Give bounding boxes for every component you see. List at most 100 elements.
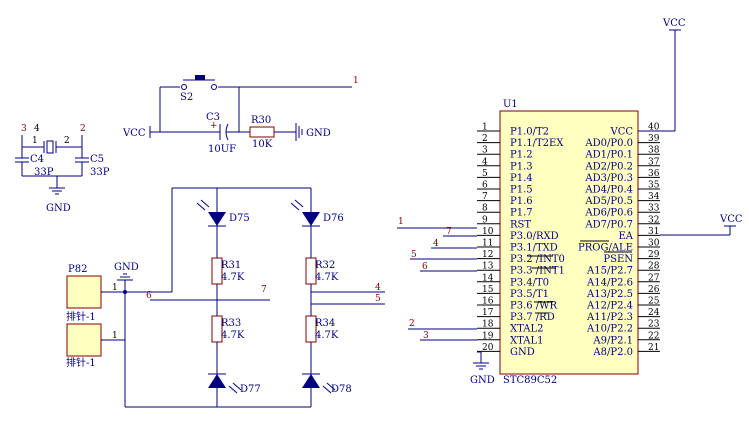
led-d77 bbox=[208, 373, 242, 394]
r31-value: 4.7K bbox=[221, 272, 245, 283]
mcu-pin-name: XTAL1 bbox=[510, 335, 543, 346]
c3-designator: C3 bbox=[206, 112, 220, 123]
net-p32: 5 bbox=[411, 250, 417, 260]
c4-value: 33P bbox=[34, 167, 54, 178]
xtal-pin2b: 2 bbox=[80, 124, 86, 134]
mcu-pin-name: A15/P2.7 bbox=[586, 266, 633, 277]
vcc-left-label: VCC bbox=[122, 128, 146, 139]
mcu-pin-name: A13/P2.5 bbox=[586, 289, 633, 300]
mcu-pin-number: 33 bbox=[648, 204, 660, 214]
led-d78 bbox=[302, 373, 336, 394]
mcu-pin-name: P3.5/T1 bbox=[510, 289, 549, 300]
mcu-pin-name: P1.6 bbox=[510, 196, 533, 207]
mcu-pin-name: AD5/P0.5 bbox=[584, 196, 633, 207]
mcu-pin-name: P3.0/RXD bbox=[510, 231, 559, 242]
mcu-pin-number: 8 bbox=[482, 204, 488, 214]
mcu-pin-number: 34 bbox=[648, 192, 660, 202]
xtal-pin2: 2 bbox=[64, 136, 70, 146]
mcu-pin-name: P3.6 /WR bbox=[510, 301, 557, 312]
mcu-designator: U1 bbox=[503, 99, 518, 110]
mcu-pin-name: AD4/P0.4 bbox=[584, 185, 633, 196]
mcu-pin-name: A12/P2.4 bbox=[586, 301, 633, 312]
r32-value: 4.7K bbox=[315, 272, 339, 283]
mcu-pin-number: 1 bbox=[482, 123, 488, 133]
mcu-pin-name: P3.3 /INT1 bbox=[510, 266, 565, 277]
header-top-pin: 1 bbox=[112, 283, 118, 293]
mcu-part: STC89C52 bbox=[503, 375, 557, 386]
mcu-pin-number: 13 bbox=[482, 262, 494, 272]
mcu-pin-number: 23 bbox=[648, 320, 660, 330]
net-p30: 7 bbox=[446, 227, 452, 237]
r34-designator: R34 bbox=[315, 318, 335, 329]
mcu-pin-number: 3 bbox=[482, 146, 488, 156]
header-p82[interactable] bbox=[66, 275, 102, 309]
mcu-pin-name: P1.7 bbox=[510, 208, 533, 219]
xtal-pin1: 1 bbox=[32, 136, 38, 146]
sensor-circuit: P82 排针-1 排针-1 1 1 GND bbox=[66, 187, 385, 408]
mcu-pin-name: P3.2 /INT0 bbox=[510, 254, 565, 265]
header-bottom[interactable] bbox=[66, 323, 102, 357]
mcu-body[interactable] bbox=[499, 110, 639, 375]
mcu-pin-name: XTAL2 bbox=[510, 324, 543, 335]
resistor-r31 bbox=[211, 257, 223, 285]
header-bottom-label: 排针-1 bbox=[66, 356, 96, 369]
resistor-r32 bbox=[305, 257, 317, 285]
r33-value: 4.7K bbox=[221, 330, 245, 341]
mcu-pin-name: P3.1/TXD bbox=[510, 243, 558, 254]
mcu-pin-number: 14 bbox=[482, 273, 494, 283]
mcu-pin-name: AD3/P0.3 bbox=[584, 173, 633, 184]
capacitor-c3: + bbox=[210, 121, 229, 141]
led-d75 bbox=[196, 199, 226, 227]
mcu-pin-number: 18 bbox=[482, 320, 494, 330]
mcu-pin-number: 26 bbox=[648, 285, 660, 295]
svg-text:+: + bbox=[210, 121, 218, 131]
net-p33: 6 bbox=[422, 262, 428, 272]
mcu-right-pins: 40VCC39AD0/P0.038AD1/P0.137AD2/P0.236AD3… bbox=[578, 123, 660, 358]
resistor-r30 bbox=[249, 126, 275, 138]
mcu-pin-number: 16 bbox=[482, 297, 494, 307]
led-d76 bbox=[290, 199, 320, 227]
c5-value: 33P bbox=[90, 167, 110, 178]
mcu-pin-name: P1.1/T2EX bbox=[510, 138, 564, 149]
header-bottom-pin: 1 bbox=[112, 331, 118, 341]
net-rst: 1 bbox=[398, 217, 404, 227]
mcu-pin-name: EA bbox=[618, 231, 633, 242]
xtal-pin4: 4 bbox=[34, 124, 40, 134]
header-p82-designator: P82 bbox=[68, 264, 87, 275]
vcc-top-label: VCC bbox=[662, 18, 686, 29]
r30-value: 10K bbox=[252, 139, 273, 150]
gnd-mcu-symbol bbox=[473, 362, 489, 370]
mcu-pin-number: 37 bbox=[648, 157, 660, 167]
mcu-pin-name: AD2/P0.2 bbox=[584, 161, 633, 172]
mcu-pin-number: 31 bbox=[648, 227, 659, 237]
gnd-header-symbol bbox=[117, 273, 133, 281]
net-xtal1: 3 bbox=[423, 331, 429, 341]
net-4-label: 4 bbox=[375, 283, 381, 293]
d77-designator: D77 bbox=[240, 384, 261, 395]
d75-designator: D75 bbox=[229, 213, 250, 224]
mcu-pin-number: 36 bbox=[648, 169, 660, 179]
mcu-pin-name: AD7/P0.7 bbox=[584, 219, 633, 230]
reset-switch[interactable] bbox=[160, 75, 352, 90]
d78-designator: D78 bbox=[331, 384, 352, 395]
r30-designator: R30 bbox=[251, 115, 271, 126]
mcu-pin-number: 12 bbox=[482, 250, 493, 260]
mcu-pin-number: 38 bbox=[648, 146, 660, 156]
reset-net-label: 1 bbox=[353, 76, 359, 86]
mcu-pin-name: PSEN bbox=[603, 254, 633, 265]
mcu-pin-number: 24 bbox=[648, 308, 660, 318]
mcu-pin-number: 30 bbox=[648, 239, 660, 249]
gnd-xtal-label: GND bbox=[46, 203, 71, 214]
mcu-pin-name: P1.5 bbox=[510, 185, 533, 196]
mcu-pin-number: 6 bbox=[482, 181, 488, 191]
r32-designator: R32 bbox=[315, 260, 335, 271]
mcu-pin-number: 28 bbox=[648, 262, 660, 272]
r34-value: 4.7K bbox=[315, 330, 339, 341]
vcc-right-label: VCC bbox=[719, 214, 743, 225]
mcu-pin-name: AD1/P0.1 bbox=[584, 150, 633, 161]
mcu-pin-name: AD6/P0.6 bbox=[584, 208, 633, 219]
mcu-pin-name: VCC bbox=[609, 127, 633, 138]
mcu-pin-number: 5 bbox=[482, 169, 488, 179]
header-p82-label: 排针-1 bbox=[66, 310, 96, 323]
mcu-pin-number: 10 bbox=[482, 227, 494, 237]
